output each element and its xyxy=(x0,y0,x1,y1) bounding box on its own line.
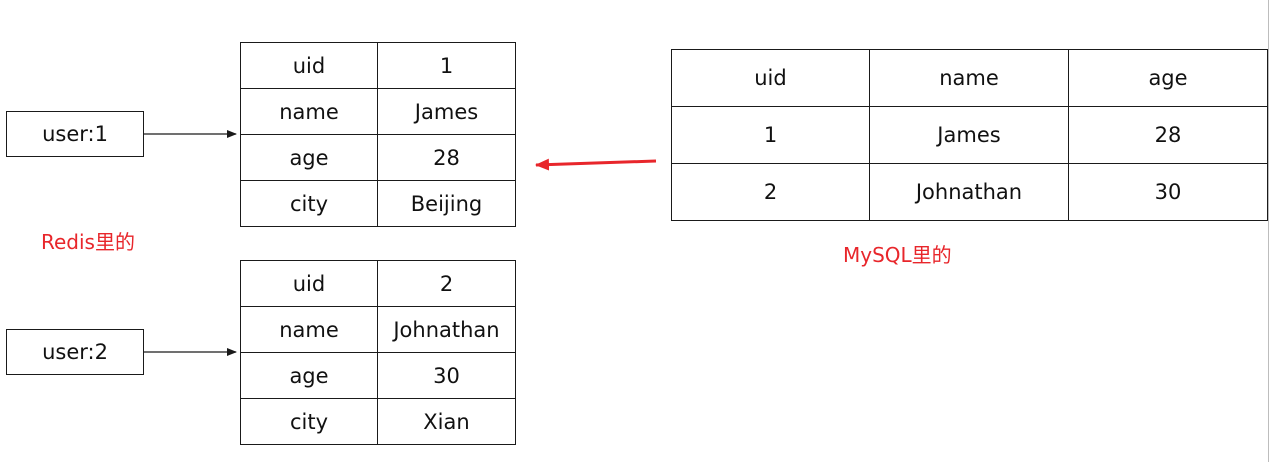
mysql-header-row: uid name age xyxy=(671,49,1268,107)
mysql-cell: 28 xyxy=(1068,106,1268,164)
mysql-cell: James xyxy=(869,106,1069,164)
hash-field: uid xyxy=(240,260,378,307)
mysql-cell: 2 xyxy=(671,163,870,221)
mysql-table: uid name age 1 James 28 2 Johnathan 30 xyxy=(671,49,1268,221)
hash-value: Xian xyxy=(377,398,516,445)
mysql-cell: 1 xyxy=(671,106,870,164)
hash-row: uid 2 xyxy=(240,260,516,307)
redis-hash-user2: uid 2 name Johnathan age 30 city Xian xyxy=(240,260,516,445)
mysql-cell: Johnathan xyxy=(869,163,1069,221)
mysql-column-header: name xyxy=(869,49,1069,107)
redis-hash-user1: uid 1 name James age 28 city Beijing xyxy=(240,42,516,227)
table-row: 2 Johnathan 30 xyxy=(671,163,1268,221)
redis-key-user1: user:1 xyxy=(6,111,144,157)
mysql-column-header: uid xyxy=(671,49,870,107)
hash-row: name James xyxy=(240,88,516,135)
hash-field: uid xyxy=(240,42,378,89)
right-edge-divider xyxy=(1268,0,1269,462)
hash-value: 1 xyxy=(377,42,516,89)
hash-value: 2 xyxy=(377,260,516,307)
redis-caption: Redis里的 xyxy=(41,230,135,254)
hash-field: city xyxy=(240,180,378,227)
hash-row: name Johnathan xyxy=(240,306,516,353)
hash-field: age xyxy=(240,134,378,181)
hash-field: age xyxy=(240,352,378,399)
hash-field: name xyxy=(240,306,378,353)
hash-row: age 30 xyxy=(240,352,516,399)
hash-row: city Beijing xyxy=(240,180,516,227)
hash-value: 28 xyxy=(377,134,516,181)
table-row: 1 James 28 xyxy=(671,106,1268,164)
hash-row: uid 1 xyxy=(240,42,516,89)
hash-field: name xyxy=(240,88,378,135)
hash-value: James xyxy=(377,88,516,135)
hash-row: city Xian xyxy=(240,398,516,445)
mysql-column-header: age xyxy=(1068,49,1268,107)
redis-key-user2: user:2 xyxy=(6,329,144,375)
hash-value: Johnathan xyxy=(377,306,516,353)
hash-value: Beijing xyxy=(377,180,516,227)
hash-field: city xyxy=(240,398,378,445)
mysql-caption: MySQL里的 xyxy=(843,243,952,267)
mysql-to-redis-arrow xyxy=(535,158,657,171)
hash-row: age 28 xyxy=(240,134,516,181)
mysql-cell: 30 xyxy=(1068,163,1268,221)
hash-value: 30 xyxy=(377,352,516,399)
